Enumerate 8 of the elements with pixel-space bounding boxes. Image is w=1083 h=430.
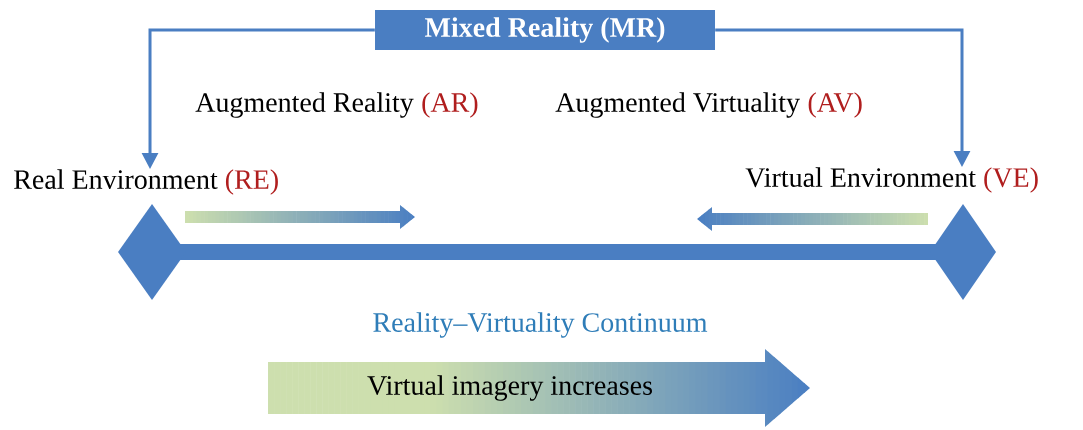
text-label: Real Environment (RE) [14, 169, 278, 195]
text-label: Augmented Virtuality [555, 92, 800, 118]
label-box: Mixed Reality (MR) [375, 10, 715, 50]
abbreviation: (AV) [808, 92, 862, 118]
text-label: Augmented Reality [195, 92, 414, 118]
text-label: Virtual Environment (VE) [745, 167, 1038, 193]
node-label: Virtual imagery increases [367, 375, 652, 401]
abbreviation: (AR) [422, 92, 478, 118]
